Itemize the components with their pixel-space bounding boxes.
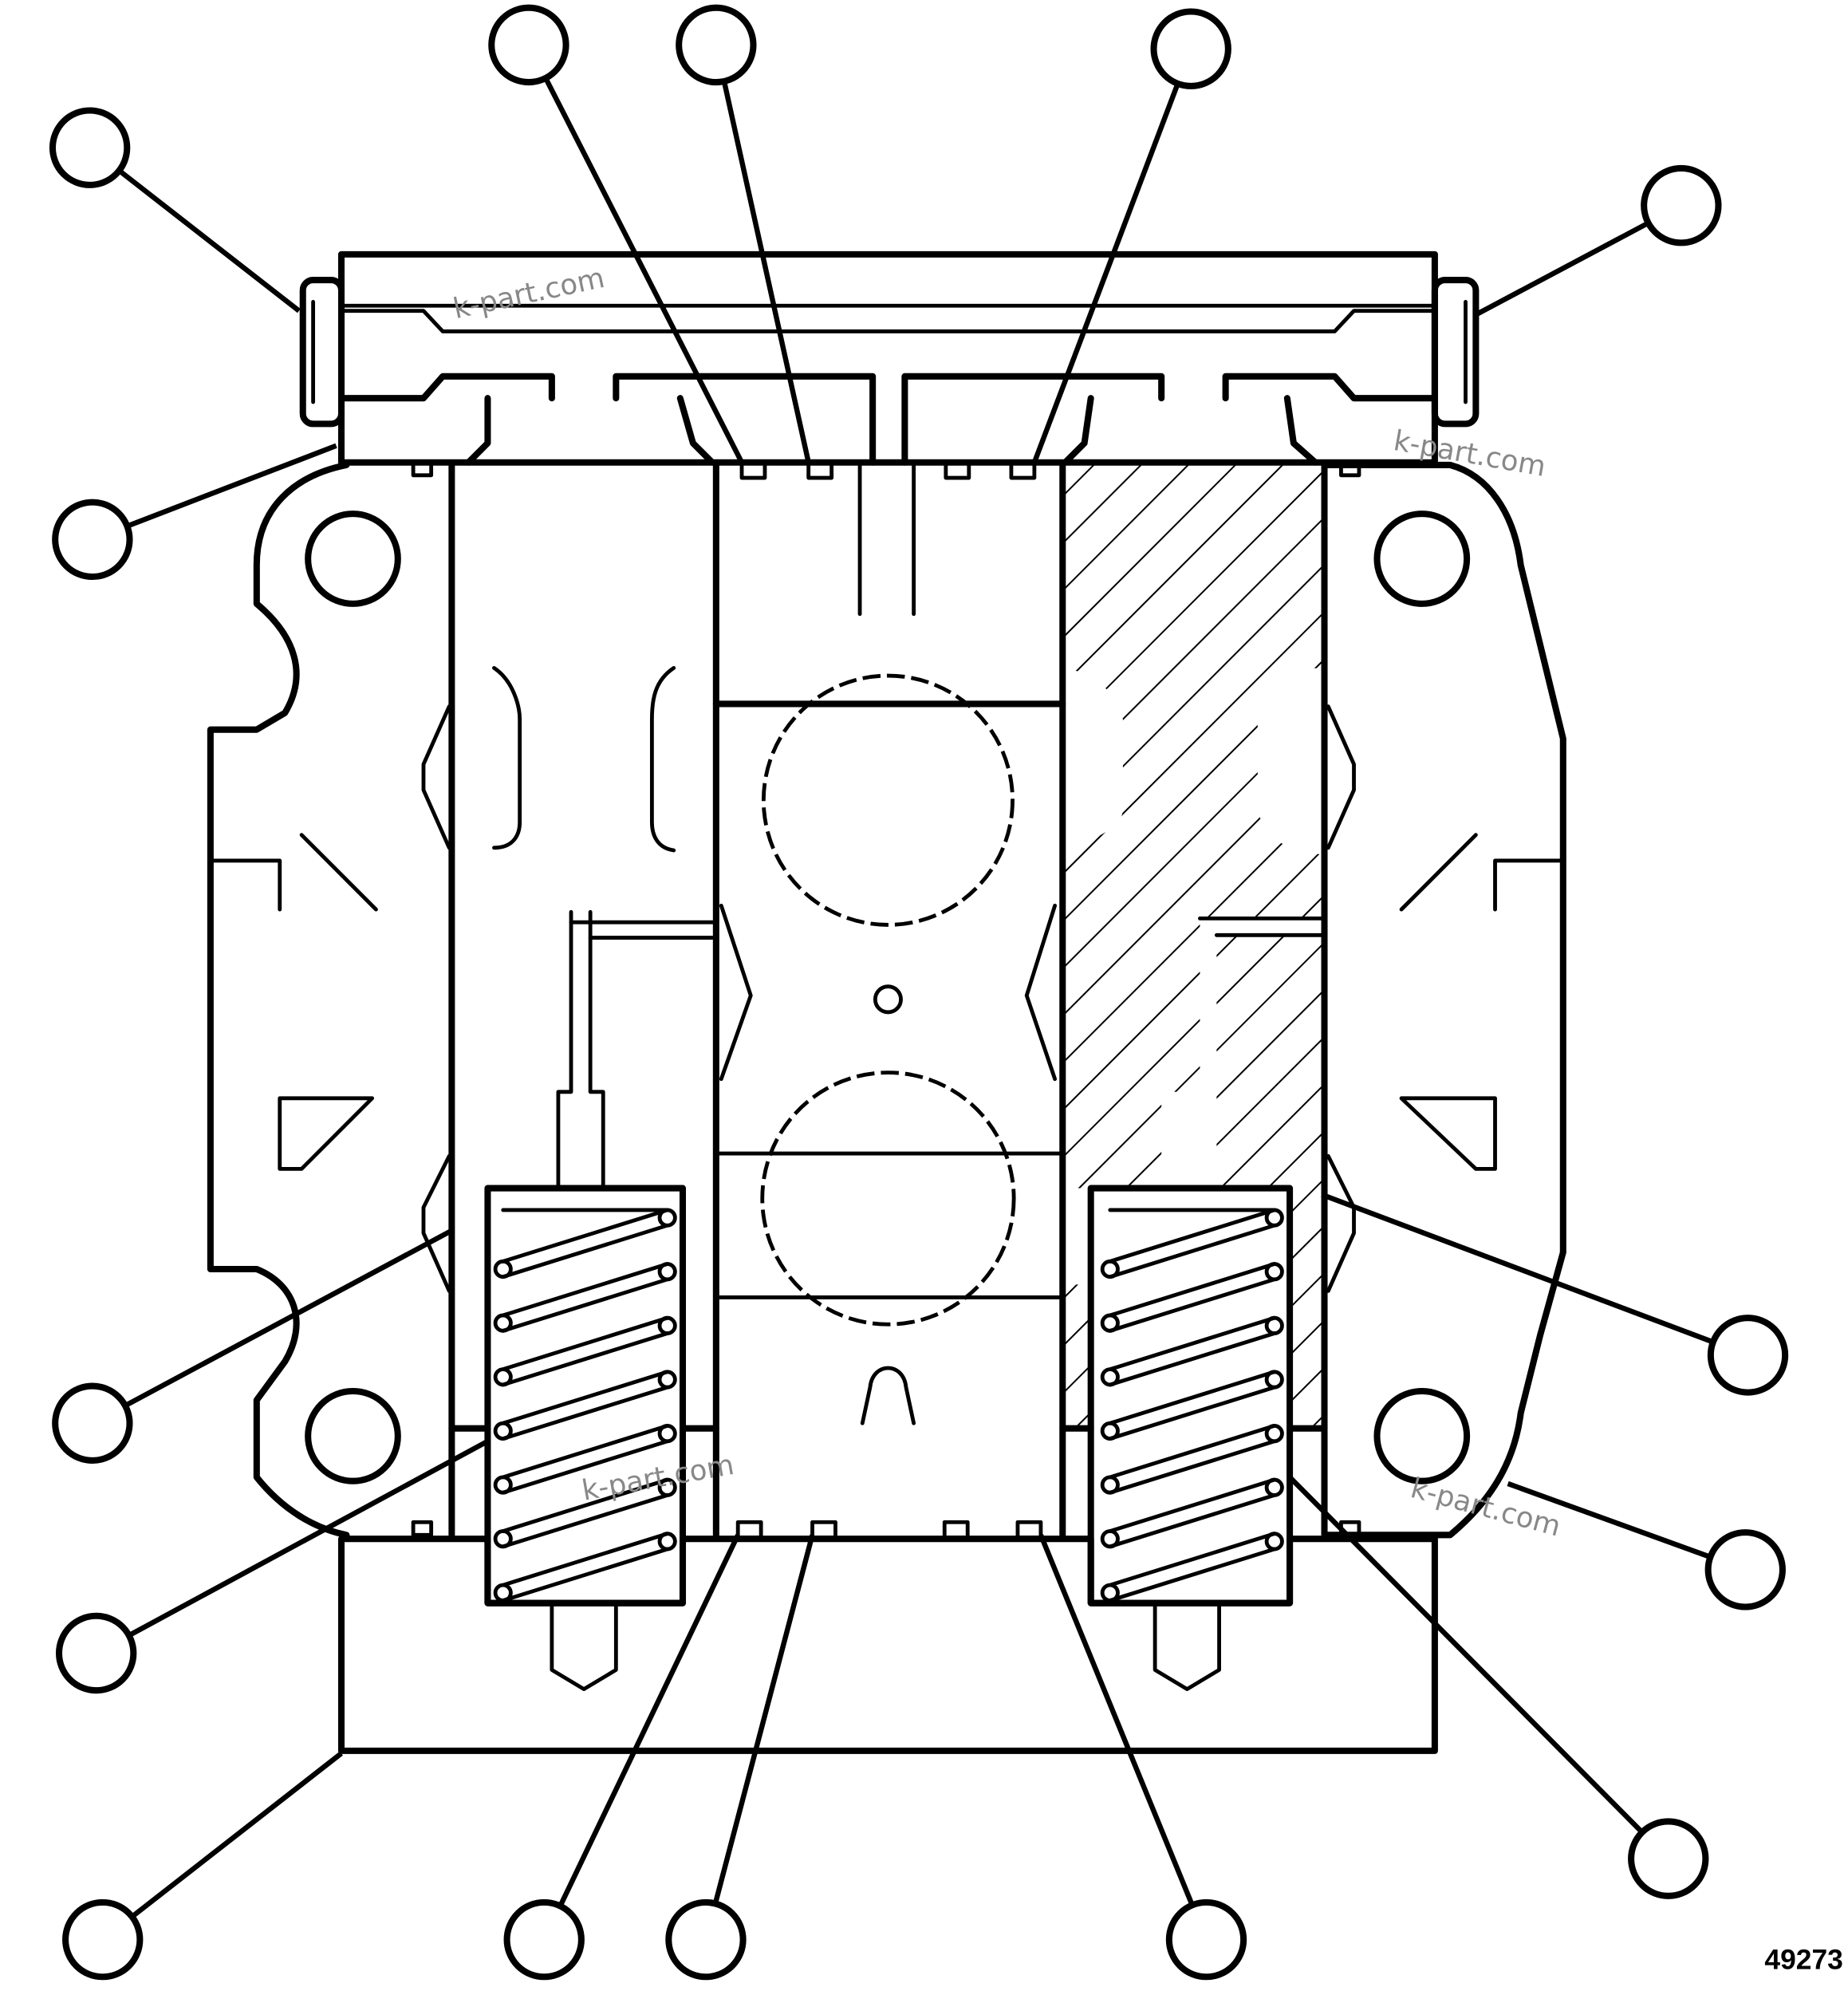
callout-leader-line	[543, 77, 744, 464]
spring-coil-end	[493, 1367, 513, 1387]
spring-coil-end	[657, 1315, 677, 1335]
spring-coil-end	[493, 1529, 513, 1549]
callout-leader-line	[558, 1533, 741, 1907]
spring-coil-end	[493, 1313, 513, 1333]
spring-coil-end	[657, 1262, 677, 1282]
callout-leader-line	[124, 1228, 453, 1409]
valve-body	[207, 461, 1566, 1539]
spring-coil-end	[493, 1583, 513, 1603]
spring-coil	[1108, 1315, 1277, 1387]
top-seals	[411, 460, 1361, 480]
drawing-reference-number: 49273	[1764, 1944, 1842, 1976]
callout-circle	[1628, 1818, 1709, 1899]
callout-circle	[52, 1382, 133, 1464]
callout-group	[49, 4, 1789, 1981]
callout-circle	[1704, 1529, 1786, 1611]
spring-coil-end	[1100, 1421, 1120, 1441]
callout-circle	[1641, 164, 1722, 246]
spring-coil-end	[1100, 1475, 1120, 1495]
spring-coil-end	[657, 1370, 677, 1390]
callout-leader-line	[1031, 82, 1180, 463]
center-pin-hole	[873, 984, 903, 1015]
callout-circle	[676, 4, 757, 86]
callout-circle	[52, 499, 133, 581]
callout-leader-line	[1321, 1192, 1714, 1345]
bottom-left-mounting-hole	[305, 1387, 401, 1484]
spring-coil	[1108, 1477, 1277, 1549]
top-left-mounting-hole	[305, 511, 401, 607]
spring-coil-end	[1264, 1208, 1284, 1228]
lower-port	[760, 1070, 1016, 1327]
watermark: k-part.com	[451, 262, 608, 325]
spring-coil-end	[1264, 1315, 1284, 1335]
spring-coil	[501, 1370, 670, 1441]
callout-leader-line	[1287, 1475, 1645, 1835]
spring-coil-end	[1264, 1424, 1284, 1444]
spring-coil-end	[657, 1424, 677, 1444]
spring-coil	[501, 1532, 670, 1603]
left-spring	[484, 1185, 687, 1607]
spring-coil	[1108, 1262, 1277, 1333]
top-right-mounting-hole	[1373, 511, 1471, 607]
callout-circle	[1150, 8, 1231, 89]
callout-leader-line	[1474, 220, 1650, 317]
spring-coil-end	[1264, 1477, 1284, 1497]
callout-leader-line	[126, 443, 337, 529]
upper-port	[761, 673, 1015, 927]
spring-coil-end	[1264, 1532, 1284, 1551]
spring-coil-end	[1100, 1259, 1120, 1279]
right-spring	[1087, 1185, 1294, 1607]
callout-leader-line	[712, 1534, 815, 1905]
bottom-cover-plate	[337, 1536, 1438, 1754]
spring-coil	[501, 1315, 670, 1387]
spring-coil	[501, 1424, 670, 1495]
right-top-plug	[1431, 277, 1480, 428]
left-top-plug	[299, 277, 345, 428]
spring-coil-end	[493, 1421, 513, 1441]
spring-coil	[1108, 1370, 1277, 1441]
spring-coil-end	[493, 1259, 513, 1279]
spring-coil-end	[1100, 1367, 1120, 1387]
left-spool-bore	[448, 461, 719, 1539]
top-cover-plate	[337, 250, 1438, 466]
spring-coil	[1108, 1532, 1277, 1603]
spring-coil-end	[1264, 1370, 1284, 1390]
spring-coil-end	[657, 1532, 677, 1551]
bottom-right-mounting-hole	[1373, 1387, 1471, 1484]
callout-circle	[1707, 1315, 1789, 1396]
spring-coil	[1108, 1424, 1277, 1495]
spring-coil-end	[493, 1475, 513, 1495]
right-spool-bore	[1059, 461, 1328, 1539]
spring-coil	[1108, 1208, 1277, 1279]
callout-circle	[503, 1898, 585, 1981]
callout-leader-line	[130, 1751, 343, 1919]
callout-leader-line	[721, 81, 811, 463]
spring-coil-end	[1100, 1529, 1120, 1549]
callout-leader-line	[1038, 1534, 1195, 1906]
callout-circle	[488, 4, 569, 86]
callout-leader-line	[117, 168, 301, 313]
spring-coil-end	[1100, 1313, 1120, 1333]
callout-leader-line	[128, 1438, 489, 1638]
spring-coil-end	[657, 1208, 677, 1228]
spring-coil-end	[1100, 1583, 1120, 1603]
spring-coil	[501, 1477, 670, 1549]
spring-coil	[501, 1262, 670, 1333]
center-port-section	[712, 463, 1066, 1425]
callout-leader-line	[1507, 1480, 1712, 1559]
callout-circle	[49, 107, 131, 188]
callout-circle	[665, 1898, 747, 1981]
spring-coil	[501, 1208, 670, 1279]
callout-circle	[55, 1612, 137, 1694]
callout-circle	[1165, 1898, 1247, 1981]
callout-circle	[62, 1898, 144, 1981]
spring-coil-end	[657, 1477, 677, 1497]
spring-coil-end	[1264, 1262, 1284, 1282]
